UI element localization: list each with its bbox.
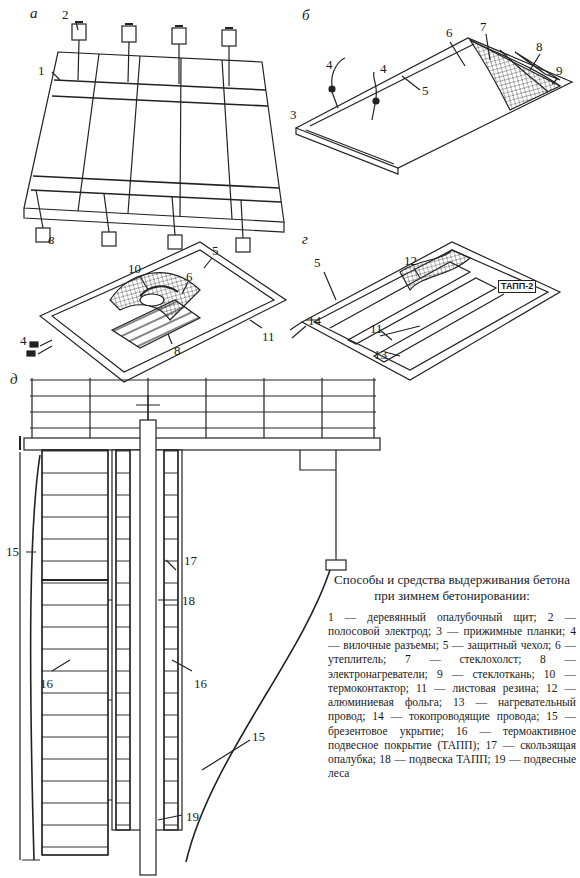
callout-number: 4	[326, 58, 333, 71]
callout-number: 1	[38, 64, 45, 77]
figure-caption: 1 — деревянный опалубочный щит; 2 — поло…	[328, 610, 576, 781]
callout-number: 5	[314, 256, 321, 269]
panel-letter: а	[30, 6, 38, 21]
panel-letter: д	[10, 372, 18, 387]
callout-number: 14	[308, 314, 321, 327]
callout-number: 8	[174, 344, 181, 357]
callout-number: 11	[262, 330, 275, 343]
product-mark: ТАПП-2	[498, 280, 536, 293]
panel-letter: б	[302, 8, 310, 23]
panel-letter: в	[48, 232, 55, 247]
callout-number: 10	[128, 262, 141, 275]
callout-number: 18	[182, 594, 195, 607]
figure-title: Способы и средства выдерживания бетона п…	[328, 572, 576, 604]
callout-number: 17	[184, 554, 197, 567]
callout-number: 4	[380, 62, 387, 75]
callout-number: 8	[536, 40, 543, 53]
callout-number: 15	[252, 730, 265, 743]
callout-number: 16	[194, 677, 207, 690]
callout-number: 3	[290, 108, 297, 121]
callout-number: 9	[556, 64, 563, 77]
callout-number: 15	[6, 545, 19, 558]
callout-number: 6	[446, 26, 453, 39]
callout-number: 6	[186, 270, 193, 283]
callout-number: 7	[480, 20, 487, 33]
callout-number: 11	[370, 322, 383, 335]
callout-number: 5	[422, 84, 429, 97]
callout-number: 2	[62, 8, 69, 21]
callout-number: 4	[20, 334, 27, 347]
callout-number: 13	[374, 348, 387, 361]
callout-number: 16	[40, 677, 53, 690]
callout-number: 5	[212, 244, 219, 257]
callout-number: 19	[186, 810, 199, 823]
panel-letter: г	[302, 232, 308, 247]
callout-number: 12	[404, 254, 417, 267]
